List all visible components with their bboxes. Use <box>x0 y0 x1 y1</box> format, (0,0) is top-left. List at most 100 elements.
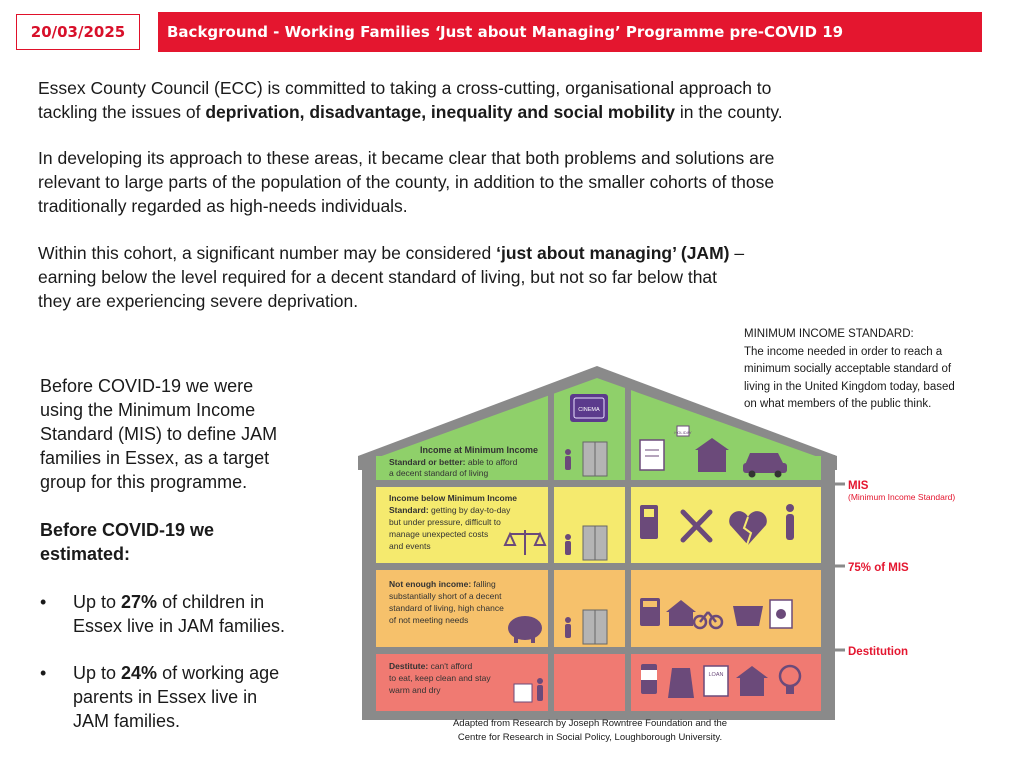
house-left-wall <box>362 455 376 720</box>
intro-p2-line2: relevant to large parts of the populatio… <box>38 172 775 192</box>
floor3-line4: of not meeting needs <box>389 615 468 625</box>
credit-line2: Centre for Research in Social Policy, Lo… <box>457 732 723 743</box>
tools-icon <box>680 509 713 543</box>
cinema-ticket-icon: CINEMA <box>570 394 608 422</box>
coat-icon <box>668 668 694 698</box>
floor1-line3: a decent standard of living <box>389 468 489 478</box>
mis-note-line5: on what members of the public think. <box>744 398 932 410</box>
destitute-people-icon <box>513 678 543 703</box>
floor1-title: Income at Minimum Income <box>420 445 538 455</box>
floor2-line4: manage unexpected costs <box>389 529 488 539</box>
bullet-dot: • <box>40 592 47 612</box>
left-line-3: Standard (MIS) to define JAM <box>40 424 278 444</box>
mis-definition-note: MINIMUM INCOME STANDARD: The income need… <box>744 326 1004 414</box>
person-walking-icon <box>786 504 794 540</box>
left-line-2: using the Minimum Income <box>40 400 256 420</box>
intro-p3-line1: Within this cohort, a significant number… <box>38 241 744 265</box>
estimate-heading-line1: Before COVID-19 we <box>40 520 215 540</box>
floor4-line3: warm and dry <box>388 685 441 695</box>
seventyfive-level-label: 75% of MIS <box>848 562 909 574</box>
intro-p3-dash: – <box>729 243 745 263</box>
destitution-level-label: Destitution <box>848 646 908 658</box>
date-text: 20/03/2025 <box>30 23 126 41</box>
income-house-diagram: Income at Minimum Income Standard or bet… <box>358 366 955 720</box>
floor2-title: Income below Minimum Income <box>389 493 517 503</box>
piggy-bank-icon <box>508 616 542 643</box>
b1-percent: 27% <box>121 592 158 612</box>
bullet-children-text: Up to 27% of children in Essex live in J… <box>73 590 333 638</box>
mis-note-line4: living in the United Kingdom today, base… <box>744 380 955 393</box>
bullet-parents-line1: Up to 24% of working age <box>73 661 333 685</box>
fire-house-icon <box>736 666 768 696</box>
calculator-icon <box>640 598 660 626</box>
loan-document-icon: LOAN <box>703 665 729 697</box>
title-bar: Background - Working Families ‘Just abou… <box>158 12 982 52</box>
bullet-parents-line2: parents in Essex live in <box>73 687 258 707</box>
mis-level-label: MIS <box>848 480 869 492</box>
b2-post: of working age <box>157 663 280 683</box>
bicycle-icon <box>692 611 724 630</box>
floor3-line3: standard of living, high chance <box>389 603 504 613</box>
intro-p3-text: Within this cohort, a significant number… <box>38 243 497 263</box>
lightbulb-icon <box>778 664 802 694</box>
estimate-heading: Before COVID-19 we estimated: <box>40 518 214 566</box>
left-line-4: families in Essex, as a target <box>40 448 270 468</box>
loan-label: LOAN <box>709 672 724 678</box>
intro-p3-line2: earning below the level required for a d… <box>38 267 718 287</box>
intro-p1-line1: Essex County Council (ECC) is committed … <box>38 78 772 98</box>
left-line-5: group for this programme. <box>40 472 248 492</box>
cinema-label: CINEMA <box>578 407 600 413</box>
shopping-basket-icon <box>733 606 763 626</box>
column-divider-1 <box>548 386 554 711</box>
scales-icon <box>503 530 547 555</box>
bill-icon <box>769 599 793 629</box>
intro-p1-line2: tackling the issues of deprivation, disa… <box>38 100 783 124</box>
source-credit: Adapted from Research by Joseph Rowntree… <box>440 717 740 745</box>
floor-divider-1 <box>362 480 835 487</box>
bullet-children-line1: Up to 27% of children in <box>73 590 333 614</box>
house-base <box>362 711 835 720</box>
bullet-parents-text: Up to 24% of working age parents in Esse… <box>73 661 333 733</box>
person-icon <box>565 449 571 638</box>
food-can-icon <box>641 664 657 694</box>
b2-pre: Up to <box>73 663 122 683</box>
floor2-line3: but under pressure, difficult to <box>389 517 501 527</box>
mis-note-line1: MINIMUM INCOME STANDARD: <box>744 328 914 340</box>
date-badge: 20/03/2025 <box>16 14 140 50</box>
column-divider-2 <box>625 386 631 711</box>
intro-p2-line1: In developing its approach to these area… <box>38 148 775 168</box>
bullet-dot: • <box>40 663 47 683</box>
floor4-line1: Destitute: can't afford <box>389 661 472 671</box>
fuel-pump-icon <box>640 505 658 539</box>
house-icon-attic: HOLIDAY <box>674 425 729 472</box>
mis-note-line2: The income needed in order to reach a <box>744 345 943 358</box>
broken-heart-icon <box>729 511 767 546</box>
b1-pre: Up to <box>73 592 122 612</box>
holiday-brochure-icon <box>639 439 665 471</box>
mis-level-sublabel: (Minimum Income Standard) <box>848 492 955 502</box>
intro-paragraph-1: Essex County Council (ECC) is committed … <box>38 76 783 124</box>
floor1-line2: Standard or better: able to afford <box>389 457 518 467</box>
intro-p3-line3: they are experiencing severe deprivation… <box>38 291 359 311</box>
lift-icon <box>582 441 608 645</box>
floor-divider-2 <box>362 563 835 570</box>
intro-p3-bold: ‘just about managing’ (JAM) <box>496 243 730 263</box>
bullet-parents-line3: JAM families. <box>73 711 181 731</box>
intro-p2-line3: traditionally regarded as high-needs ind… <box>38 196 408 216</box>
mis-note-line3: minimum socially acceptable standard of <box>744 363 952 375</box>
home-icon <box>666 600 696 626</box>
page-title: Background - Working Families ‘Just abou… <box>167 23 844 41</box>
b1-post: of children in <box>157 592 265 612</box>
floor-divider-3 <box>362 647 835 654</box>
floor3-line1: Not enough income: falling <box>389 579 496 589</box>
house-right-wall <box>821 455 835 720</box>
floor4-line2: to eat, keep clean and stay <box>389 673 491 683</box>
floor3-line2: substantially short of a decent <box>389 591 502 601</box>
intro-paragraph-2: In developing its approach to these area… <box>38 146 774 218</box>
estimate-heading-line2: estimated: <box>40 544 131 564</box>
floor2-line5: and events <box>389 541 431 551</box>
intro-p1-end: in the county. <box>675 102 783 122</box>
intro-p1-bold: deprivation, disadvantage, inequality an… <box>205 102 676 122</box>
bullet-children-line2: Essex live in JAM families. <box>73 616 286 636</box>
bullet-children: • Up to 27% of children in Essex live in… <box>40 590 330 640</box>
